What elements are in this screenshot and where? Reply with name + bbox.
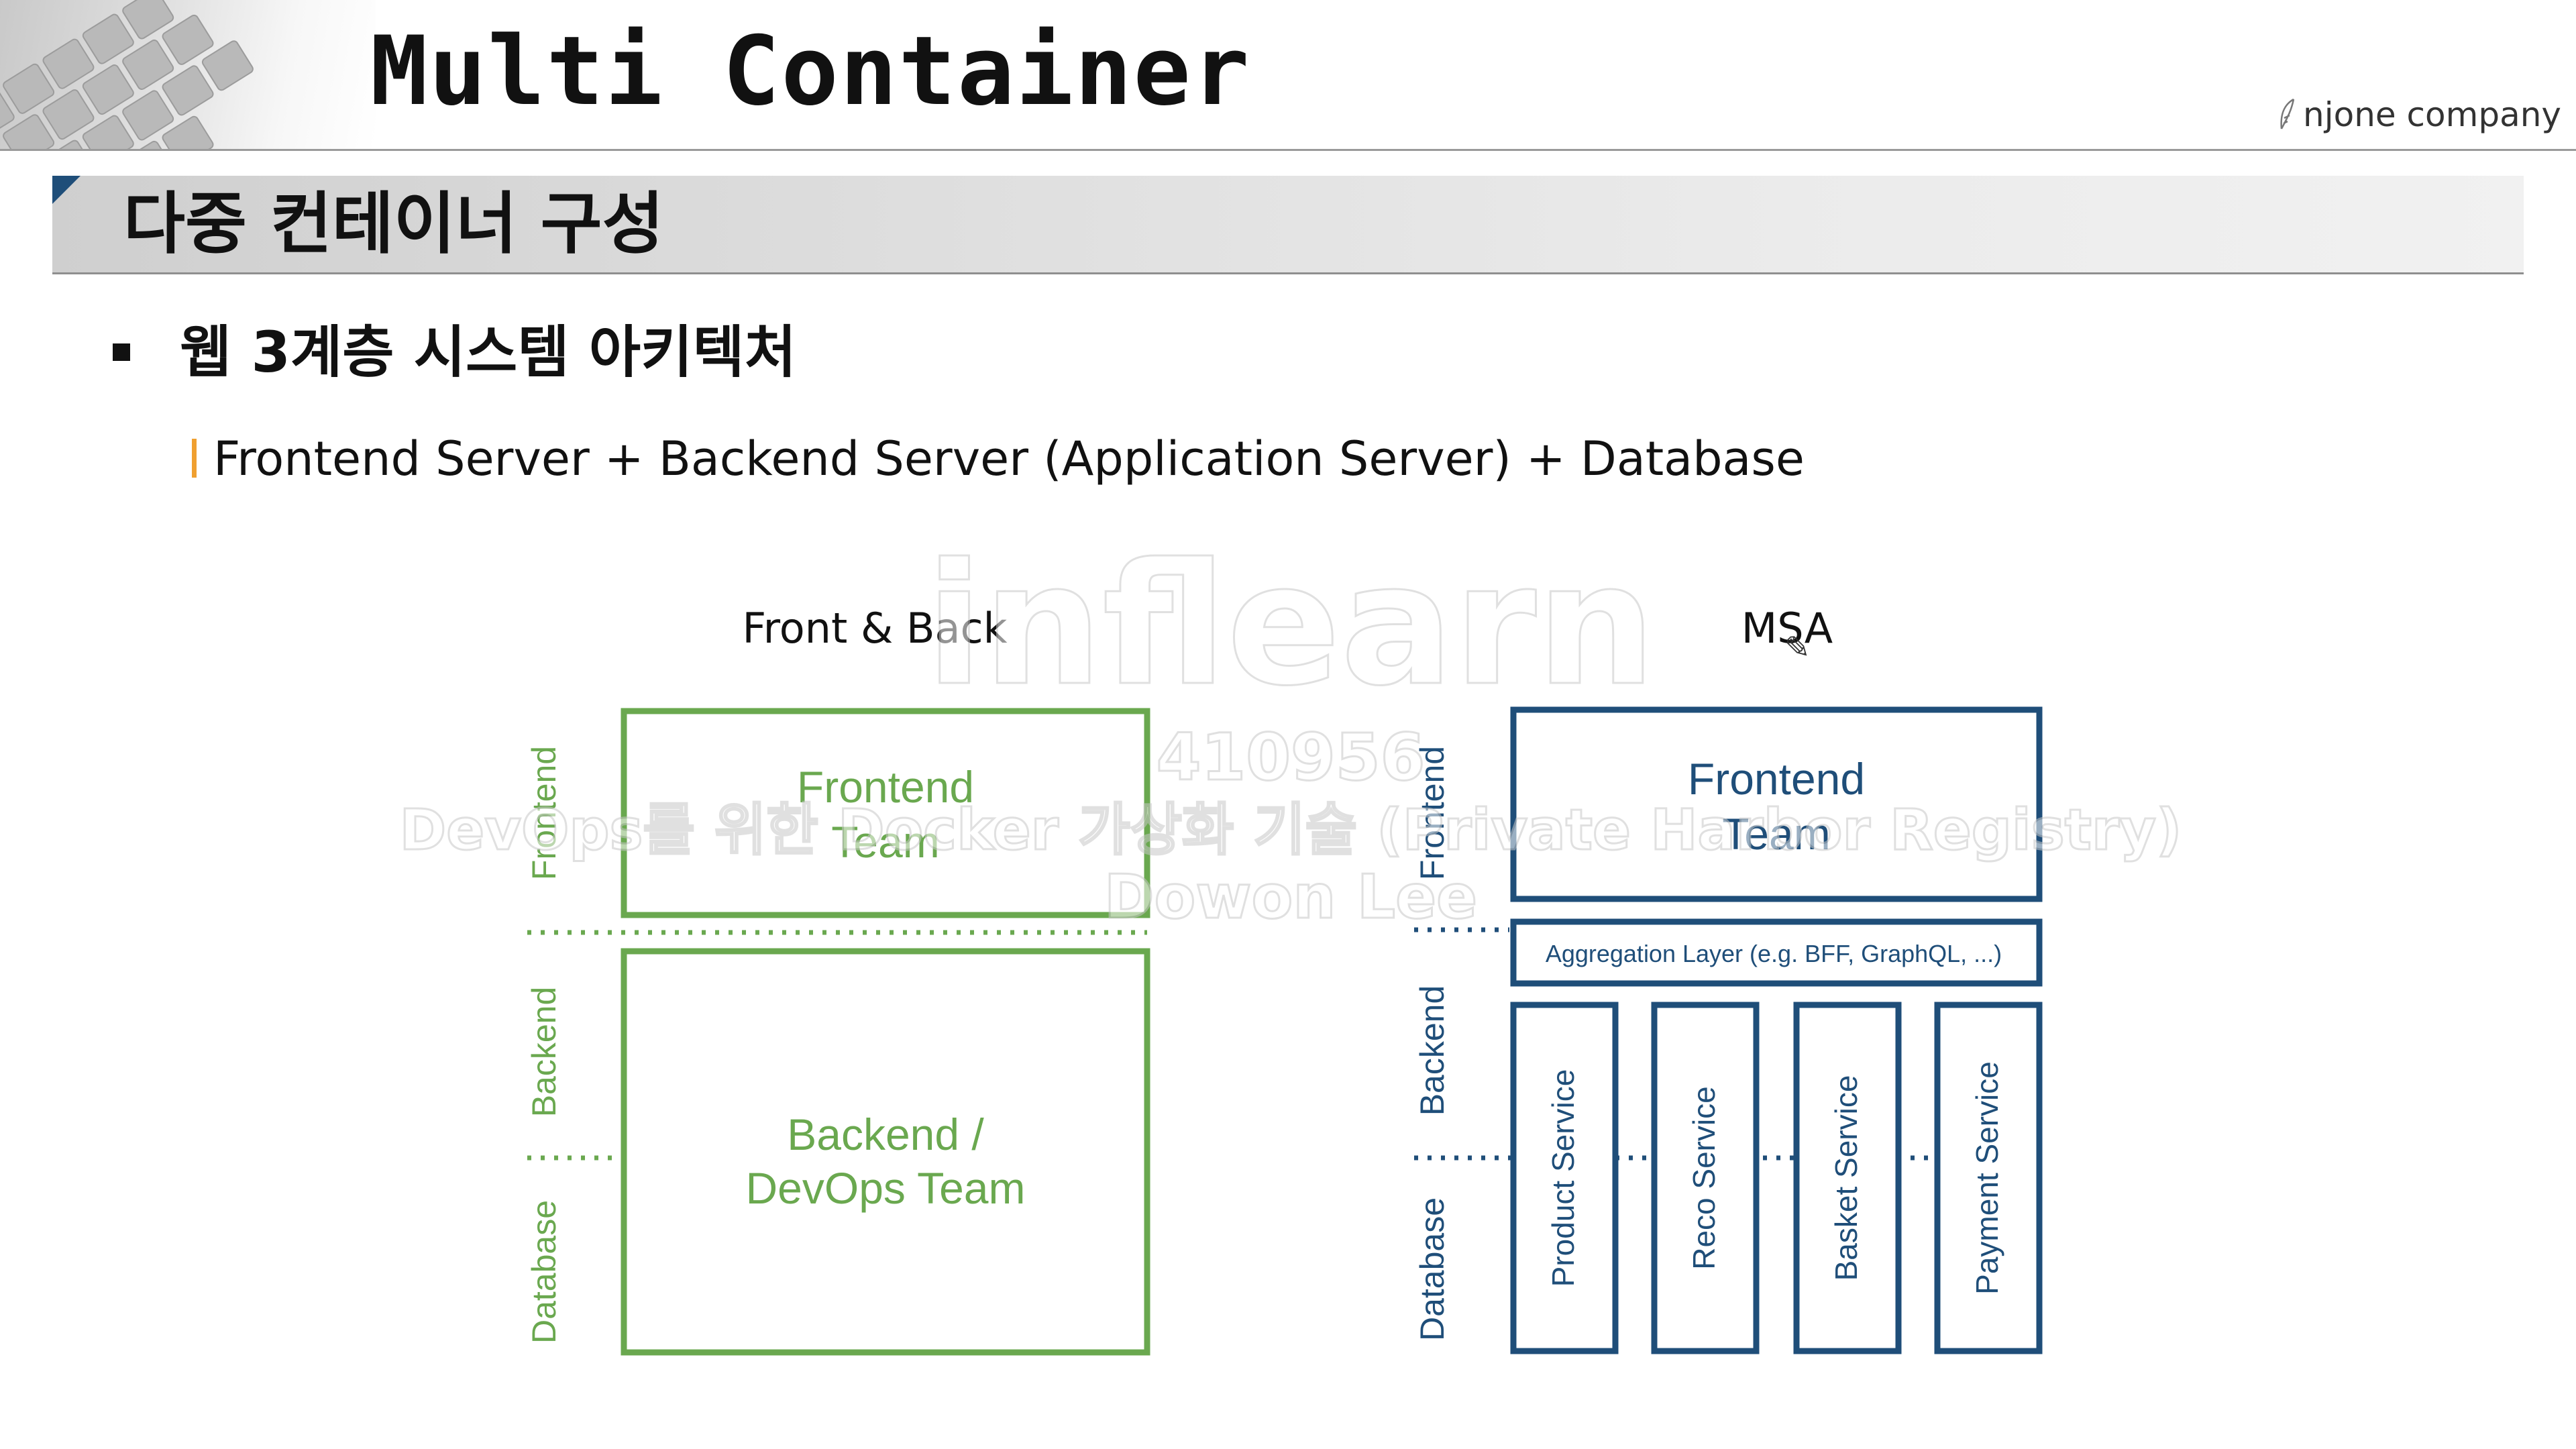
reco-service-box <box>1651 1002 1760 1354</box>
aggregation-layer-box <box>1510 918 2043 987</box>
left-layer-label-backend: Backend <box>525 987 563 1118</box>
feather-icon <box>2280 98 2295 129</box>
bullet-heading: 웹 3계층 시스템 아키텍처 <box>180 319 796 385</box>
architecture-diagram: Front & Back Frontend Backend Database F… <box>525 604 2043 1356</box>
left-frontend-box <box>621 708 1150 918</box>
brand-name: njone company <box>2303 95 2561 134</box>
payment-service-label: Payment Service <box>1970 1061 2004 1295</box>
section-header: 다중 컨테이너 구성 <box>52 176 2524 274</box>
keyboard-keys-graphic <box>0 0 254 149</box>
left-frontend-box-label-line2: Team <box>831 817 939 867</box>
header-divider <box>0 149 2576 151</box>
brand-logo: njone company <box>2277 91 2561 138</box>
bullet-detail: Frontend Server + Backend Server (Applic… <box>213 431 1805 486</box>
left-layer-label-frontend: Frontend <box>525 746 563 880</box>
basket-service-label: Basket Service <box>1829 1075 1864 1281</box>
slide-title: Multi Container <box>370 16 1251 127</box>
left-frontend-box-label-line1: Frontend <box>797 762 974 812</box>
right-frontend-box-label-line1: Frontend <box>1688 754 1865 804</box>
basket-service-box <box>1793 1002 1902 1354</box>
right-layer-label-database: Database <box>1413 1197 1451 1341</box>
product-service-box <box>1510 1002 1619 1354</box>
right-frontend-box-label-line2: Team <box>1722 809 1830 859</box>
right-layer-label-backend: Backend <box>1413 985 1451 1116</box>
payment-service-box <box>1934 1002 2043 1354</box>
left-backend-box-label-line2: DevOps Team <box>746 1163 1026 1213</box>
left-diagram-title: Front & Back <box>742 604 1007 653</box>
right-frontend-box <box>1510 706 2043 902</box>
product-service-label: Product Service <box>1546 1069 1580 1287</box>
section-title: 다중 컨테이너 구성 <box>123 184 664 263</box>
left-layer-label-database: Database <box>525 1200 563 1344</box>
keyboard-image <box>0 0 376 149</box>
mouse-cursor-icon: ✎ <box>1784 629 1811 665</box>
section-corner-mark <box>52 176 80 204</box>
bullet-marker <box>113 343 130 361</box>
left-backend-box <box>621 948 1150 1356</box>
right-diagram-title: MSA <box>1741 604 1833 653</box>
right-layer-label-frontend: Frontend <box>1413 746 1451 880</box>
left-backend-box-label-line1: Backend / <box>787 1110 984 1159</box>
aggregation-layer-label: Aggregation Layer (e.g. BFF, GraphQL, ..… <box>1546 940 2002 967</box>
sub-bullet-marker <box>192 439 197 478</box>
reco-service-label: Reco Service <box>1686 1086 1721 1270</box>
